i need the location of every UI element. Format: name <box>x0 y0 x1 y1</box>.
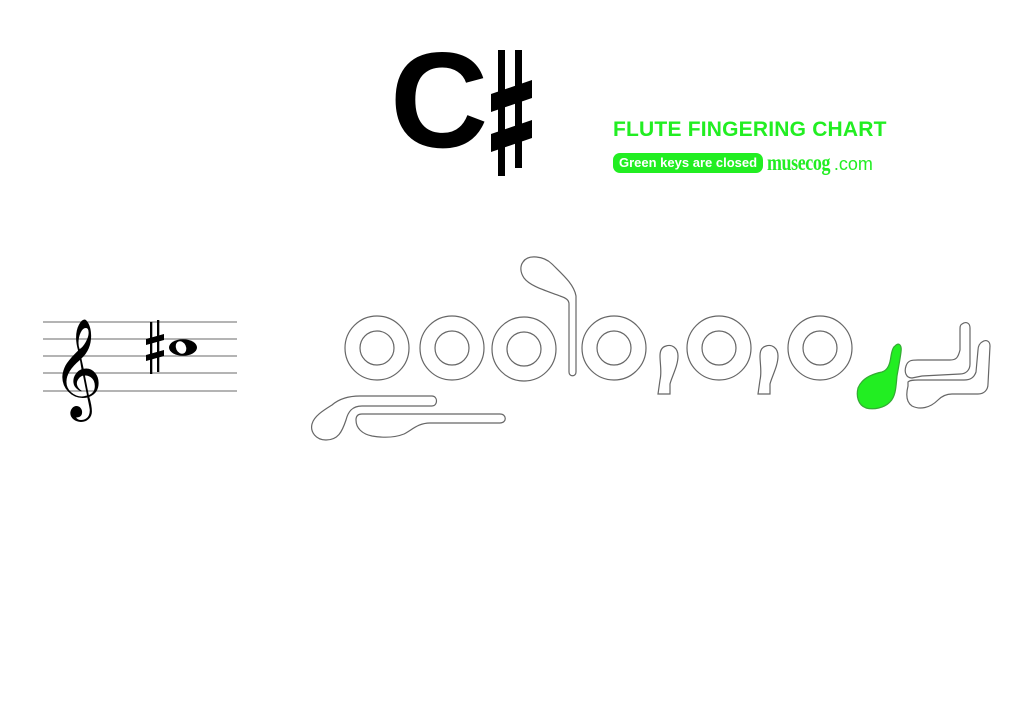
staff-lines <box>43 321 237 392</box>
right-hand-key-2[interactable] <box>686 315 752 381</box>
note-letter: C <box>390 24 488 176</box>
right-hand-key-1[interactable] <box>581 315 647 381</box>
right-hand-key-3[interactable] <box>787 315 853 381</box>
thumb-key-lower[interactable] <box>355 413 506 438</box>
music-staff: 𝄞 <box>43 318 237 422</box>
legend-row: Green keys are closed musecog .com <box>613 150 873 176</box>
treble-clef-icon: 𝄞 <box>52 318 103 422</box>
brand-logo[interactable]: musecog .com <box>767 150 873 176</box>
thumb-key-upper[interactable] <box>311 395 438 441</box>
trill-key-2[interactable] <box>757 344 779 395</box>
trill-key-1[interactable] <box>657 344 679 395</box>
brand-name: musecog <box>767 150 831 175</box>
left-hand-key-2[interactable] <box>419 315 485 381</box>
whole-note-icon <box>169 339 197 356</box>
brand-tld: .com <box>833 154 873 174</box>
staff-sharp-icon <box>146 320 164 374</box>
chart-title: FLUTE FINGERING CHART <box>613 118 887 141</box>
legend-closed-keys: Green keys are closed <box>613 153 764 173</box>
c-roller[interactable] <box>906 340 991 409</box>
e-flat-key[interactable] <box>856 343 902 410</box>
note-name-heading: C <box>390 24 536 176</box>
c-sharp-roller[interactable] <box>904 322 971 379</box>
sharp-icon <box>491 50 533 176</box>
left-hand-key-1[interactable] <box>344 315 410 381</box>
left-hand-key-3[interactable] <box>491 316 557 382</box>
g-sharp-lever[interactable] <box>520 256 577 377</box>
fingering-diagram <box>311 256 991 441</box>
